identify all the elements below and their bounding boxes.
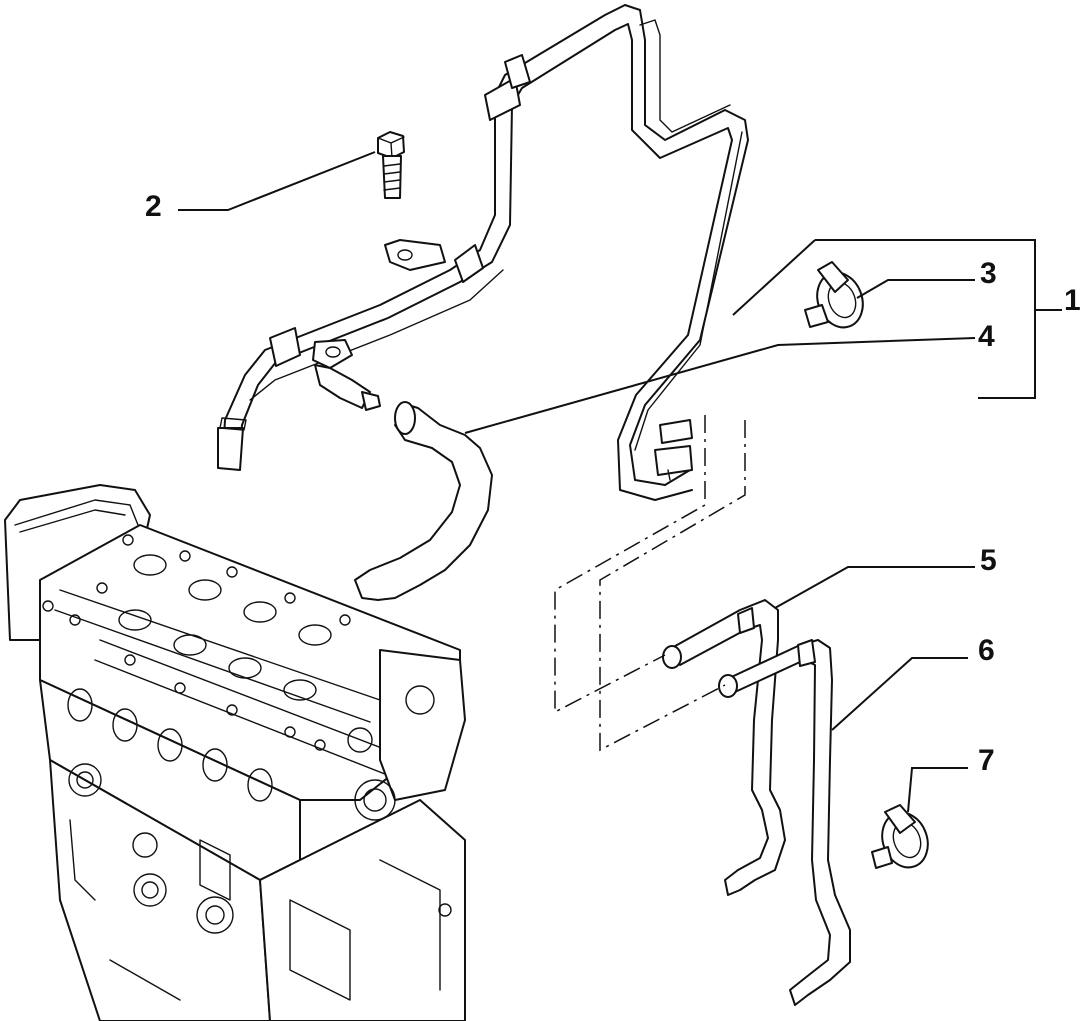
part-7-clamp [871,804,929,869]
leader-lines [178,151,1062,813]
callout-5: 5 [980,544,997,577]
engine-cylinder-head [4,484,466,1021]
callout-3: 3 [980,257,997,290]
callout-2: 2 [145,190,162,223]
part-4-hose [354,401,493,601]
connection-dash-lines [554,415,746,752]
callout-numbers: 1 2 3 4 5 6 7 [145,190,1080,777]
part-3-clamp [804,261,864,329]
callout-7: 7 [978,744,995,777]
callout-6: 6 [978,634,995,667]
callout-1: 1 [1064,284,1080,317]
part-6-hose [718,639,851,1006]
part-2-bolt [377,131,405,199]
callout-4: 4 [978,320,995,353]
part-1-pipe-assembly [217,4,749,501]
part-5-hose [662,599,786,896]
